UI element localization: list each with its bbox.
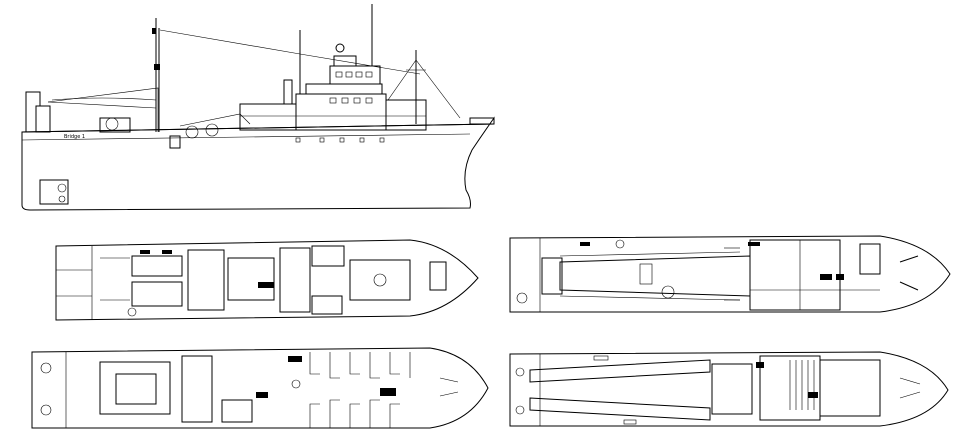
stair-treads — [789, 360, 815, 410]
hull-portholes — [295, 137, 385, 143]
elevation-label: Bridge 1 — [64, 134, 85, 140]
stern-ramp — [39, 179, 69, 205]
deck-plan-upper-deck — [509, 235, 951, 313]
bridge-windows — [329, 71, 373, 104]
deck-plan-main-deck — [55, 239, 479, 321]
cabin-partitions — [309, 352, 411, 428]
hull-outline — [21, 116, 495, 211]
side-elevation-view: Bridge 1 — [21, 4, 495, 211]
deck-plan-boat-deck — [509, 351, 949, 427]
radar-dome — [335, 43, 345, 53]
deck-plan-lower-deck — [31, 347, 489, 429]
